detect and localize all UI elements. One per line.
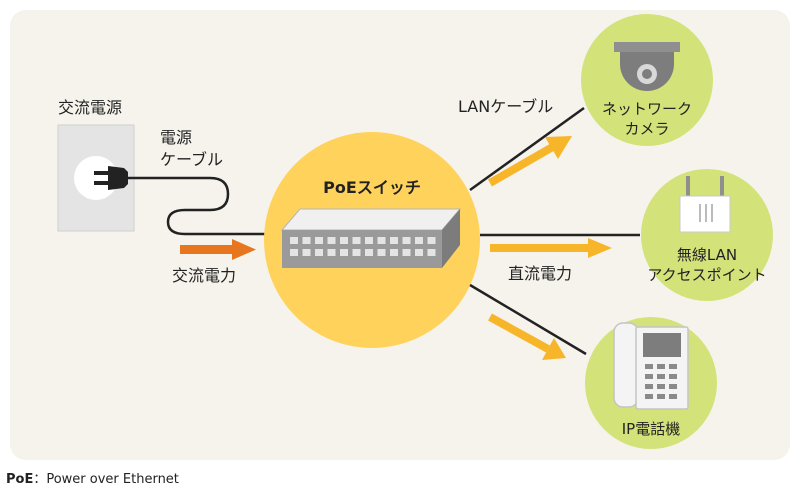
switch-port: [390, 249, 398, 256]
switch-port: [315, 249, 323, 256]
phone-key: [669, 374, 677, 379]
switch-port: [427, 237, 436, 244]
phone-key: [657, 394, 665, 399]
switch-port: [415, 249, 423, 256]
dome-camera-icon: [614, 42, 680, 91]
outlet-socket: [74, 156, 118, 200]
dc-power-label: 直流電力: [508, 264, 572, 283]
switch-port: [365, 249, 373, 256]
switch-port: [290, 237, 298, 244]
dc-power-arrow-wlan: [490, 238, 612, 258]
phone-key: [669, 384, 677, 389]
footnote-definition: ：Power over Ethernet: [33, 472, 179, 487]
phone-key: [645, 374, 653, 379]
power-cable: [128, 176, 272, 236]
switch-port: [302, 249, 311, 256]
switch-port: [365, 237, 373, 244]
switch-port: [340, 237, 348, 244]
switch-port: [415, 237, 423, 244]
phone-key: [657, 374, 665, 379]
wlan-label-line2: アクセスポイント: [647, 266, 766, 284]
phone-key: [645, 384, 653, 389]
camera-label-line1: ネットワーク: [602, 100, 692, 118]
ip-phone-icon: [613, 322, 689, 410]
footnote-term: PoE: [6, 472, 34, 487]
switch-port: [402, 237, 411, 244]
switch-port: [290, 249, 298, 256]
lan-cable-phone: [469, 283, 587, 356]
phone-key: [657, 364, 665, 369]
power-plug-icon: [94, 166, 128, 190]
power-cable-label-line1: 電源: [160, 128, 192, 147]
wireless-router-icon: [679, 176, 731, 233]
ac-power-arrow: [180, 239, 256, 260]
switch-port: [302, 237, 311, 244]
phone-key: [669, 394, 677, 399]
network-switch-icon: [280, 208, 462, 268]
switch-port: [427, 249, 436, 256]
switch-port: [377, 249, 386, 256]
lan-cable-camera: [469, 106, 585, 192]
power-source-label: 交流電源: [58, 98, 122, 117]
phone-key: [645, 394, 653, 399]
dc-power-arrow-camera: [488, 136, 572, 187]
switch-port: [340, 249, 348, 256]
switch-port: [377, 237, 386, 244]
switch-port: [390, 237, 398, 244]
dc-power-arrow-phone: [488, 313, 566, 360]
switch-port: [352, 237, 361, 244]
footnote: PoE：Power over Ethernet: [6, 468, 179, 487]
wlan-label-line1: 無線LAN: [677, 246, 737, 264]
poe-switch-label: PoEスイッチ: [323, 178, 421, 197]
switch-port: [315, 237, 323, 244]
switch-port: [352, 249, 361, 256]
phone-label: IP電話機: [622, 420, 680, 438]
switch-port: [327, 249, 336, 256]
switch-port: [402, 249, 411, 256]
phone-key: [645, 364, 653, 369]
ac-power-label: 交流電力: [172, 266, 236, 285]
phone-key: [657, 384, 665, 389]
switch-port: [327, 237, 336, 244]
lan-cable-label: LANケーブル: [458, 97, 553, 116]
wlan-circle: [641, 169, 773, 301]
phone-key: [669, 364, 677, 369]
camera-label-line2: カメラ: [624, 120, 669, 138]
power-cable-label-line2: ケーブル: [160, 150, 223, 169]
